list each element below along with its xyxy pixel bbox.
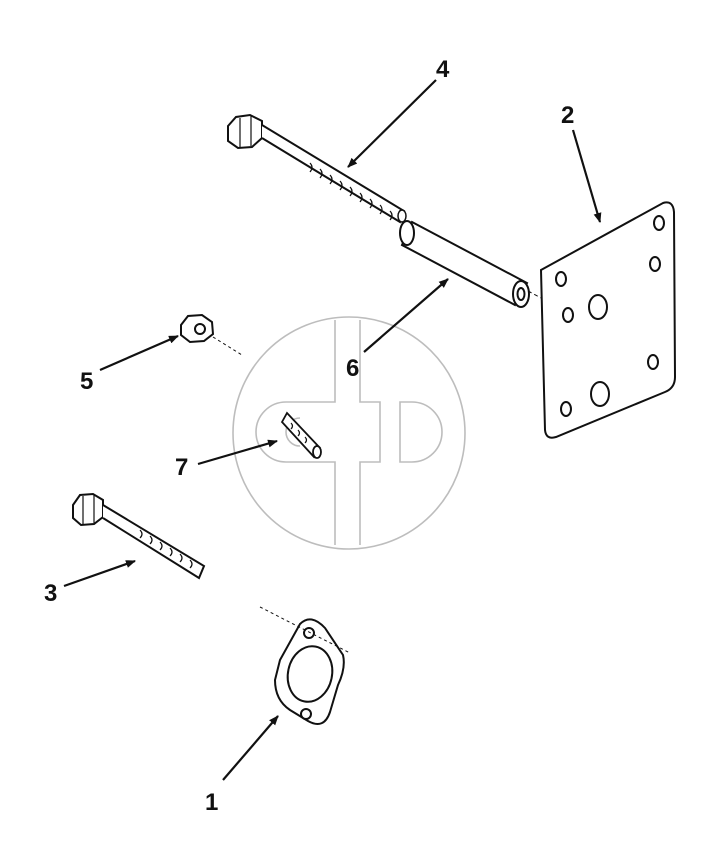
spacer-tube (399, 220, 546, 308)
stud (280, 411, 322, 459)
short-bolt (72, 492, 206, 580)
leader-4 (347, 79, 437, 168)
leader-arrows (63, 79, 602, 781)
callout-7: 7 (175, 454, 188, 481)
leader-3 (63, 559, 136, 588)
callout-2: 2 (561, 102, 574, 129)
leader-7 (197, 439, 278, 466)
leader-5 (99, 334, 179, 372)
callout-5: 5 (80, 368, 93, 395)
gasket (259, 606, 351, 725)
leader-1 (222, 715, 279, 781)
callout-6: 6 (346, 355, 359, 382)
mounting-plate (539, 201, 677, 439)
leader-2 (571, 129, 602, 223)
logo-watermark (232, 316, 466, 550)
callout-1: 1 (205, 789, 218, 816)
hex-nut (180, 313, 243, 356)
callout-4: 4 (436, 56, 450, 83)
long-bolt (227, 113, 407, 224)
callout-3: 3 (44, 580, 57, 607)
leader-6 (363, 278, 449, 353)
